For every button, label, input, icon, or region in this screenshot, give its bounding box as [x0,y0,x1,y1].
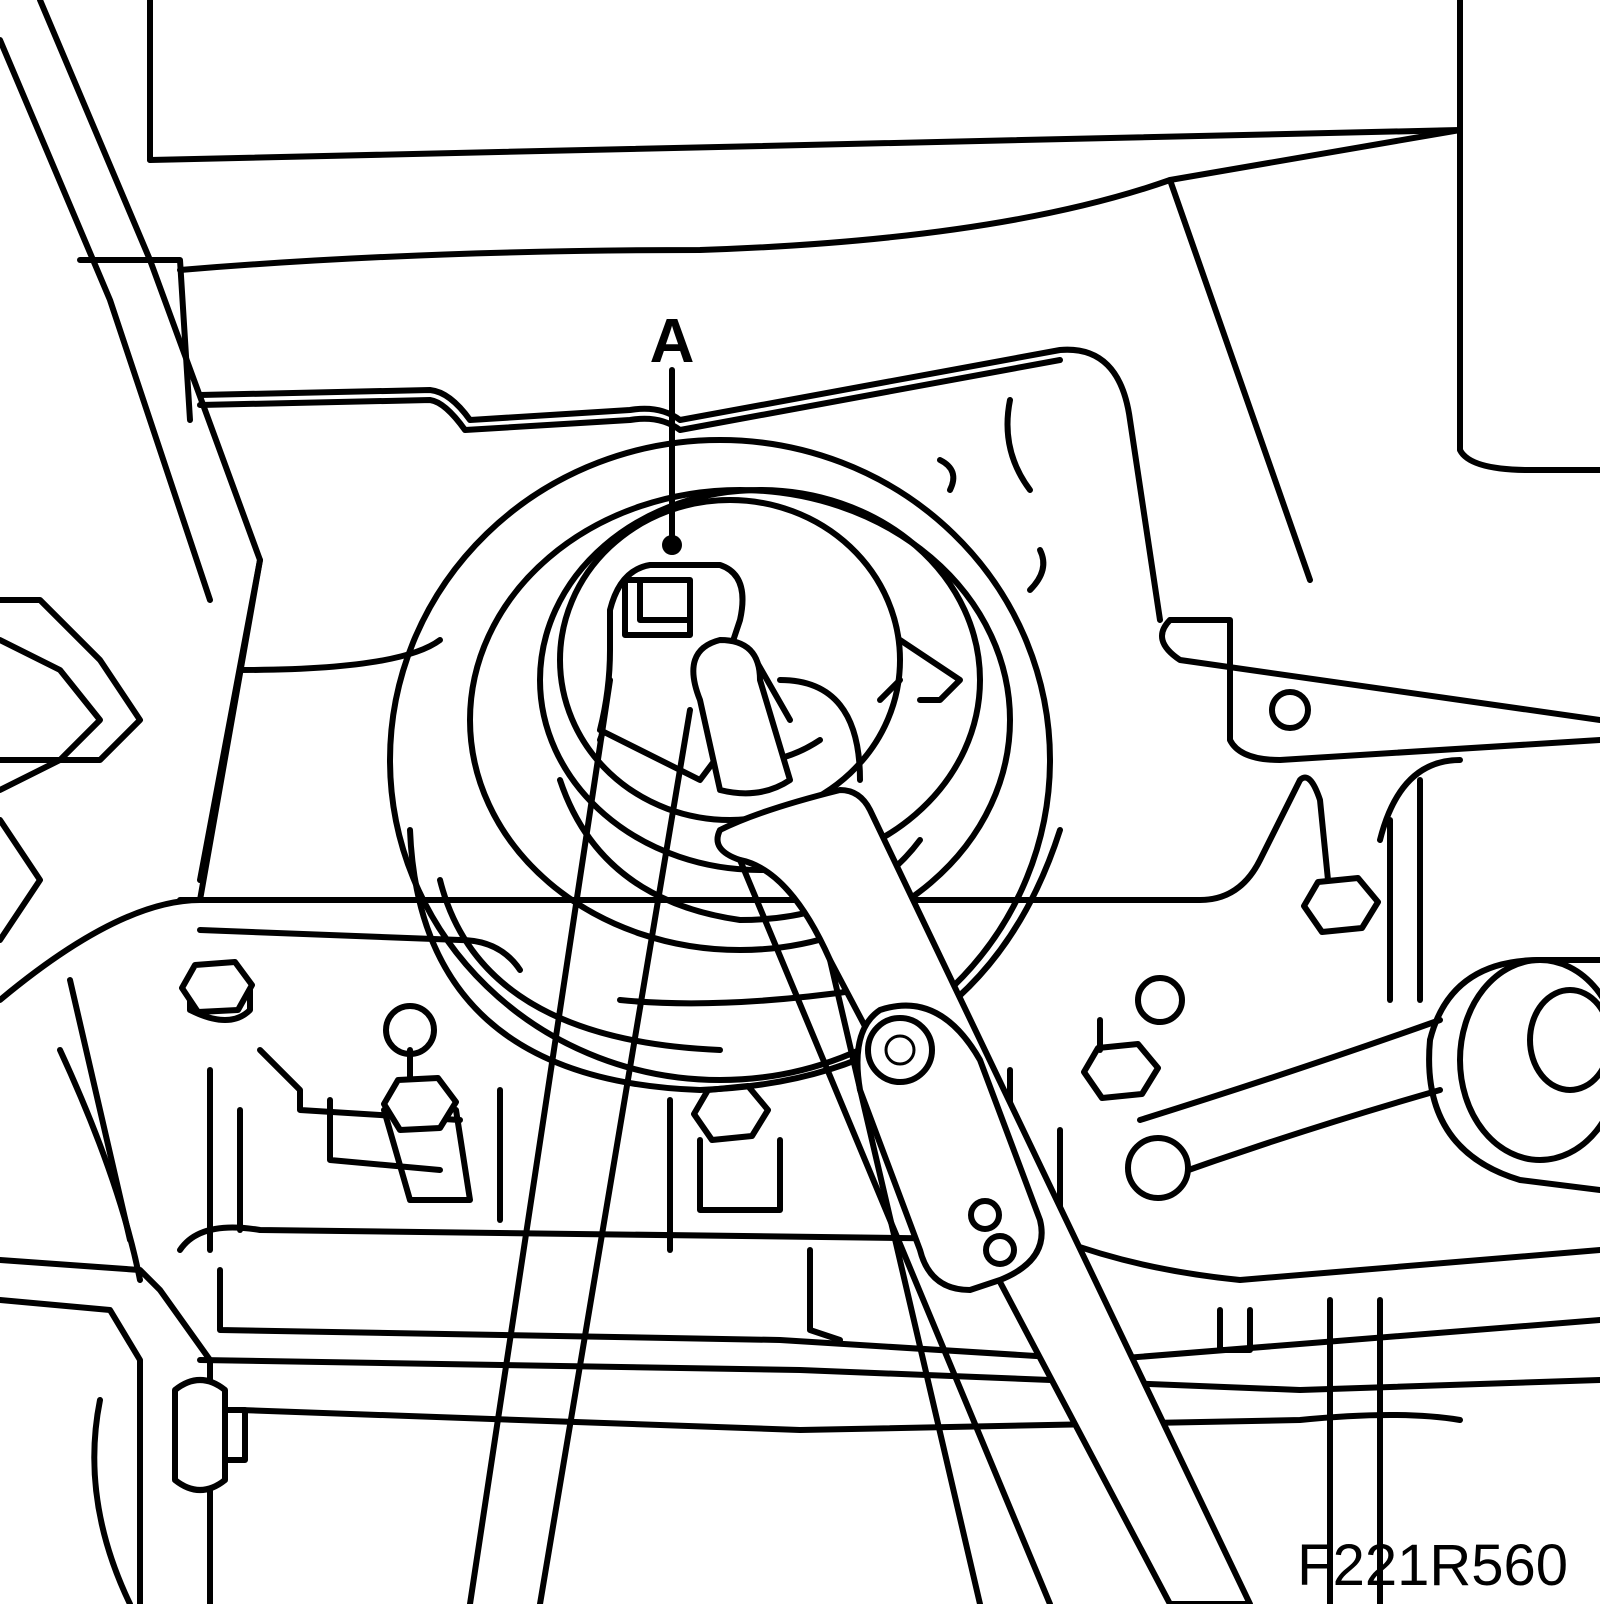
socket-wrench [467,562,793,1604]
callout-a: A [650,307,695,555]
bolts [172,875,1381,1493]
holding-tool [714,787,1253,1604]
callout-label: A [650,307,695,376]
figure-code: F221R560 [1297,1533,1568,1598]
